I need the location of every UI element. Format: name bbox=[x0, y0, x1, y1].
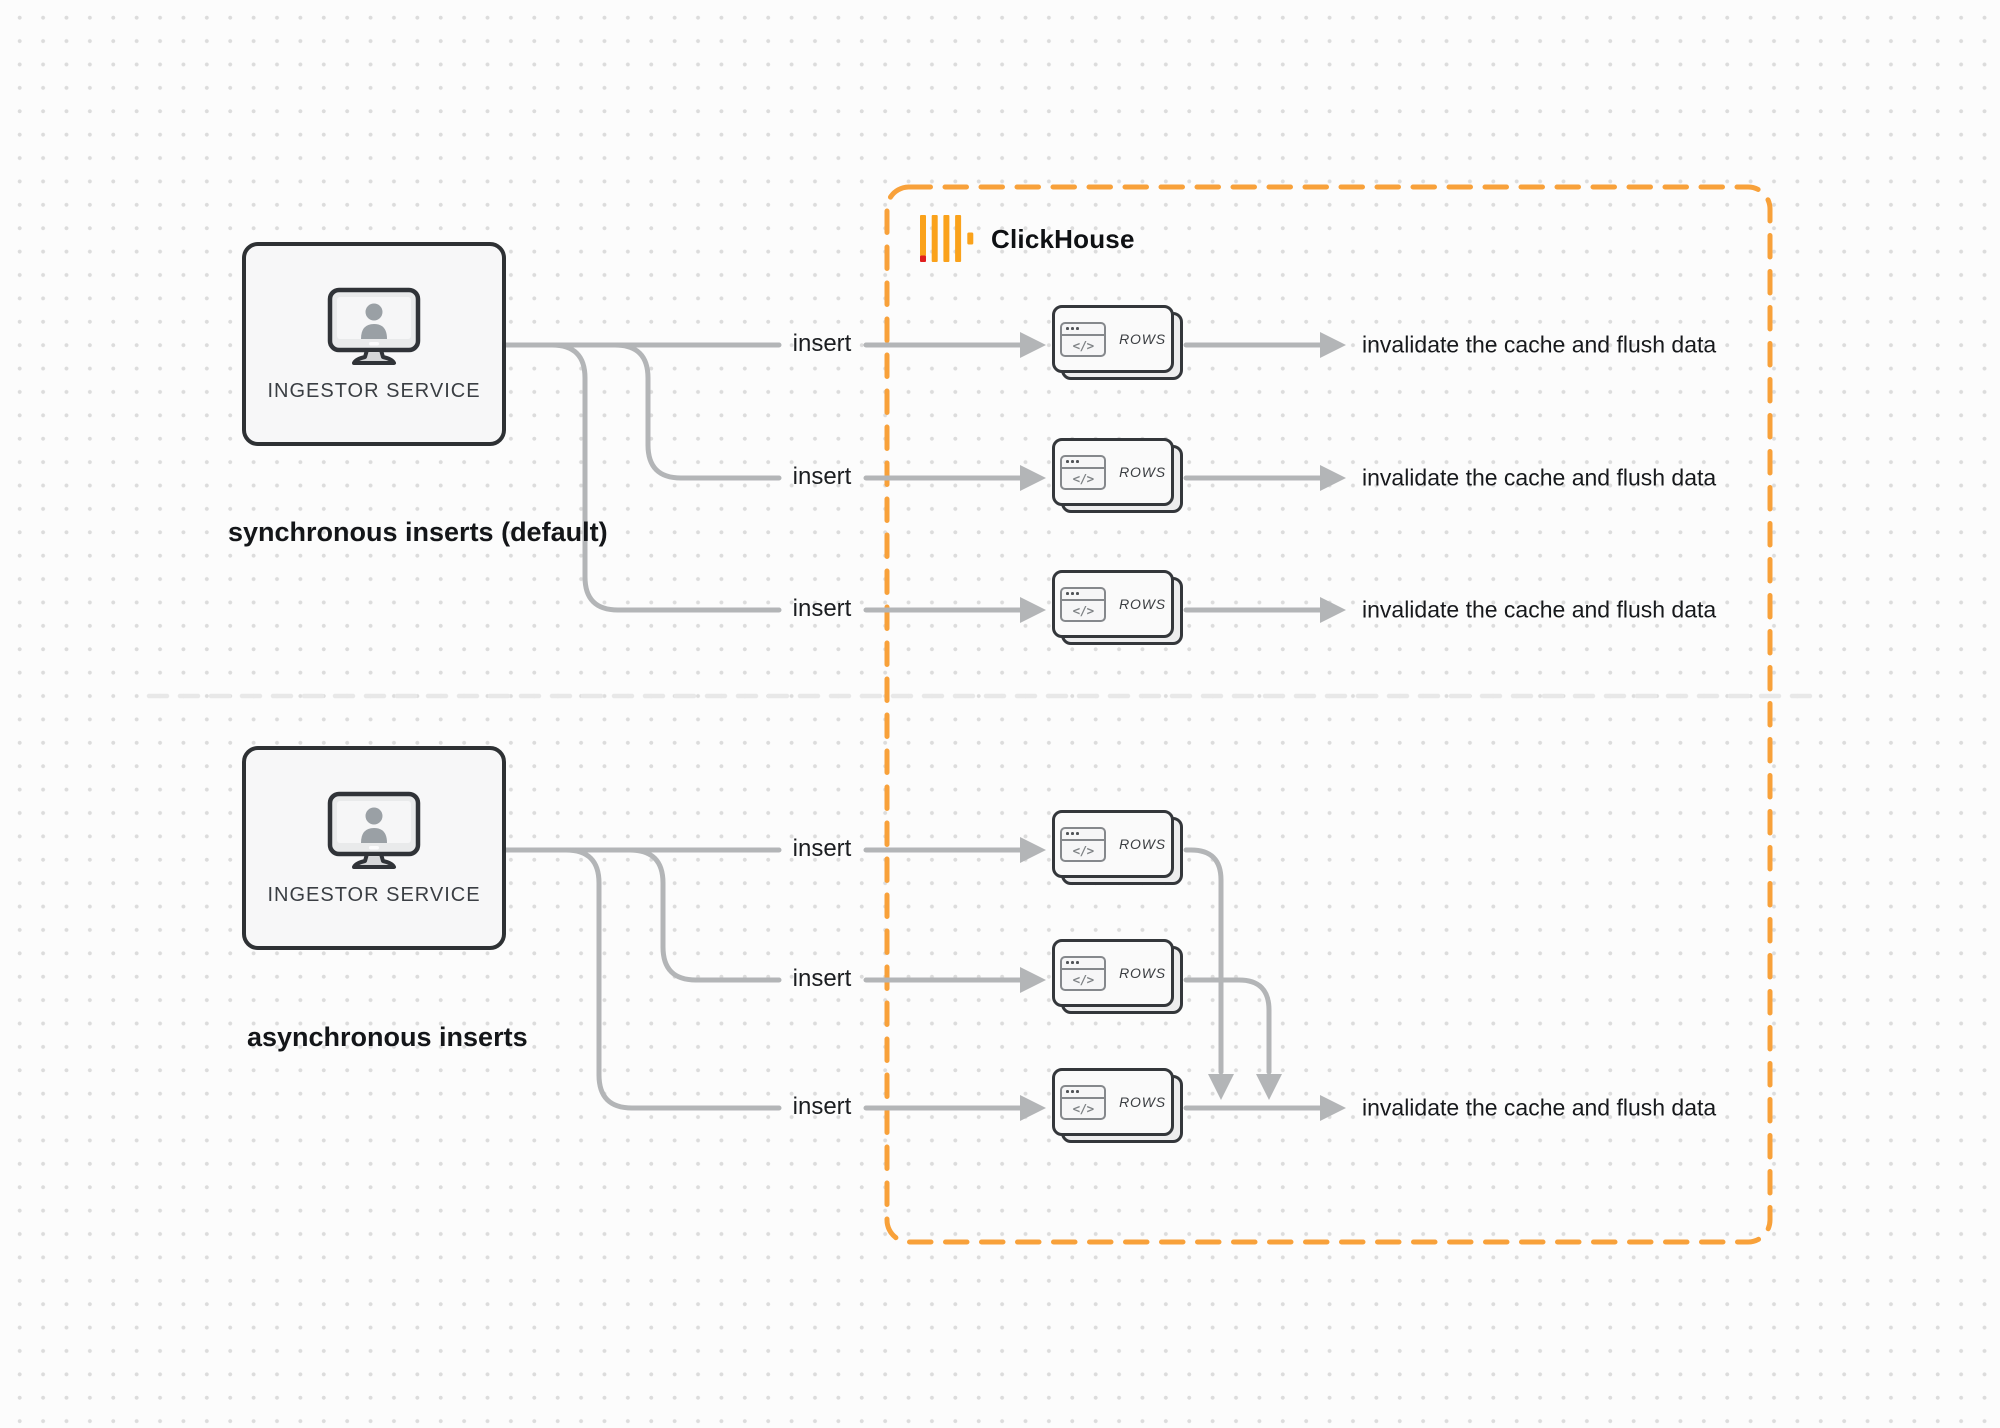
insert-edge-label: insert bbox=[792, 1093, 852, 1120]
rows-card: </> ROWS bbox=[1052, 810, 1183, 885]
code-window-icon: </> bbox=[1060, 586, 1107, 622]
code-window-icon: </> bbox=[1060, 1084, 1107, 1120]
code-window-icon: </> bbox=[1060, 321, 1107, 357]
arrowhead-down-icon bbox=[1256, 1074, 1282, 1100]
arrowhead-icon bbox=[1320, 465, 1346, 491]
rows-card: </> ROWS bbox=[1052, 939, 1183, 1014]
async-edge-3a bbox=[503, 847, 782, 1111]
insert-edge-label: insert bbox=[792, 965, 852, 992]
async-merge-edge-2 bbox=[1183, 977, 1272, 1075]
arrowhead-icon bbox=[1020, 332, 1046, 358]
rows-label: ROWS bbox=[1119, 464, 1166, 480]
rows-label: ROWS bbox=[1119, 1094, 1166, 1110]
code-window-icon: </> bbox=[1060, 955, 1107, 991]
sync-section-caption: synchronous inserts (default) bbox=[228, 517, 608, 547]
outcome-label: invalidate the cache and flush data bbox=[1362, 596, 1717, 623]
ingestor-service-label: INGESTOR SERVICE bbox=[267, 883, 481, 906]
arrowhead-icon bbox=[1020, 1095, 1046, 1121]
insert-edge-label: insert bbox=[792, 595, 852, 622]
rows-card: </> ROWS bbox=[1052, 1068, 1183, 1143]
insert-edge-label: insert bbox=[792, 835, 852, 862]
clickhouse-logo-icon bbox=[920, 215, 974, 262]
ingestor-service-box-async: INGESTOR SERVICE bbox=[242, 746, 506, 950]
clickhouse-brand-label: ClickHouse bbox=[991, 223, 1135, 254]
rows-card: </> ROWS bbox=[1052, 305, 1183, 380]
rows-card: </> ROWS bbox=[1052, 438, 1183, 513]
arrowhead-icon bbox=[1020, 967, 1046, 993]
rows-label: ROWS bbox=[1119, 596, 1166, 612]
async-merge-edge-1 bbox=[1183, 847, 1224, 1075]
ingestor-service-label: INGESTOR SERVICE bbox=[267, 379, 481, 402]
monitor-user-icon bbox=[327, 791, 421, 869]
rows-label: ROWS bbox=[1119, 965, 1166, 981]
ingestor-service-box-sync: INGESTOR SERVICE bbox=[242, 242, 506, 446]
code-window-icon: </> bbox=[1060, 454, 1107, 490]
arrowhead-icon bbox=[1320, 597, 1346, 623]
async-edge-2a bbox=[503, 847, 782, 983]
outcome-label: invalidate the cache and flush data bbox=[1362, 331, 1717, 358]
sync-edge-2a bbox=[503, 342, 782, 481]
arrowhead-down-icon bbox=[1208, 1074, 1234, 1100]
rows-label: ROWS bbox=[1119, 331, 1166, 347]
clickhouse-frame bbox=[884, 184, 1773, 1245]
clickhouse-header: ClickHouse bbox=[920, 213, 1135, 265]
outcome-label: invalidate the cache and flush data bbox=[1362, 1094, 1717, 1121]
monitor-user-icon bbox=[327, 287, 421, 365]
insert-edge-label: insert bbox=[792, 463, 852, 490]
sync-edge-3a bbox=[503, 342, 782, 613]
arrowhead-icon bbox=[1020, 465, 1046, 491]
arrowhead-icon bbox=[1320, 1095, 1346, 1121]
connector-edges bbox=[503, 342, 1323, 1111]
insert-edge-label: insert bbox=[792, 330, 852, 357]
arrowhead-icon bbox=[1320, 332, 1346, 358]
arrowheads bbox=[1020, 332, 1346, 1121]
rows-card: </> ROWS bbox=[1052, 570, 1183, 645]
rows-label: ROWS bbox=[1119, 836, 1166, 852]
code-window-icon: </> bbox=[1060, 826, 1107, 862]
arrowhead-icon bbox=[1020, 597, 1046, 623]
arrowhead-icon bbox=[1020, 837, 1046, 863]
async-section-caption: asynchronous inserts bbox=[247, 1022, 528, 1052]
outcome-label: invalidate the cache and flush data bbox=[1362, 464, 1717, 491]
